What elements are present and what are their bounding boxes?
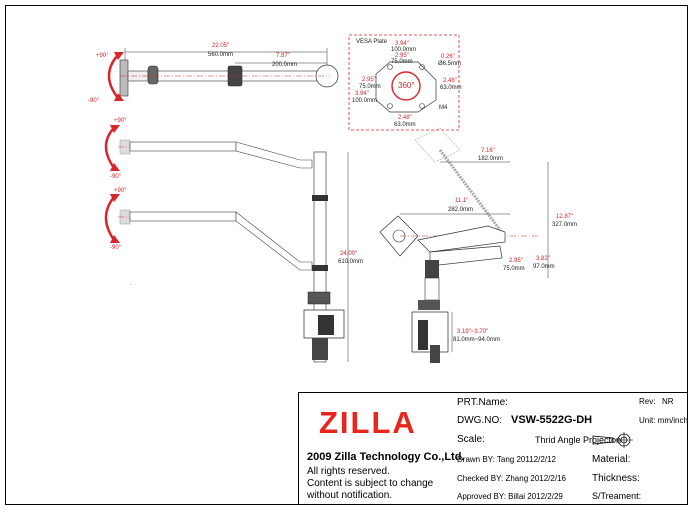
d1-mm: 75.0mm <box>503 266 525 272</box>
top-view: +90° -90° 22.05" 560.0mm 7.87" 200.0mm <box>88 43 339 104</box>
rot-neg-upper: -90° <box>110 174 122 180</box>
clamp-mm: 81.0mm~94.0mm <box>453 337 500 343</box>
side-view-front: +90° -90° +90° -90° 24.00" 610.0mm . <box>104 118 363 363</box>
vesa-h75-in: 2.95" <box>362 77 376 83</box>
rot-neg-label: -90° <box>88 98 100 104</box>
vesa-title: VESA Plate <box>356 39 388 45</box>
overall-width-mm: 560.0mm <box>208 52 233 58</box>
d2-mm: 97.0mm <box>533 264 555 270</box>
segment-width-mm: 200.0mm <box>272 62 297 68</box>
overall-width-in: 22.05" <box>212 43 229 49</box>
rotation-label: 360° <box>398 81 415 90</box>
part-name-label: PRT.Name: <box>457 397 508 408</box>
rights-text: All rights reserved. <box>307 466 390 477</box>
zilla-logo: ZILLA <box>319 405 417 440</box>
vesa-hole-in: 0.26" <box>441 54 455 60</box>
vesa-w75-mm: 75.0mm <box>391 59 413 65</box>
rot-neg-lower: -90° <box>110 245 122 251</box>
height-in: 24.00" <box>340 251 357 257</box>
vesa-w100-in: 3.94" <box>395 41 409 47</box>
tall-mm: 327.0mm <box>552 222 577 228</box>
vesa-bottom-mm: 63.0mm <box>394 122 416 128</box>
stray-mark: . <box>130 281 132 287</box>
vesa-h100-in: 3.94" <box>355 91 369 97</box>
d2-in: 3.82" <box>536 256 550 262</box>
rev-label: Rev: <box>639 397 656 406</box>
third-angle-projection-icon <box>592 432 633 448</box>
segment-width-in: 7.87" <box>276 53 290 59</box>
rotation-ring <box>391 71 421 101</box>
thickness-label: Thickness: <box>592 473 640 484</box>
tall-in: 12.87" <box>556 214 573 220</box>
checked-by: Checked BY: Zhang 2012/2/16 <box>457 474 566 483</box>
dwg-value: VSW-5522G-DH <box>511 414 593 426</box>
treatment-label: S/Treament: <box>592 491 642 501</box>
dwg-label: DWG.NO: <box>457 415 502 426</box>
material-label: Material: <box>592 454 631 465</box>
vesa-hole-mm: Ø6.5mm <box>438 61 461 67</box>
rev-value: NR <box>662 397 674 406</box>
vesa-rh-mm: 63.0mm <box>440 85 462 91</box>
reach-in: 11.1" <box>455 198 468 204</box>
rot-pos-label: +90° <box>96 53 109 59</box>
projection-label: Thrid Angle Projecton <box>535 435 622 445</box>
side-view-profile: 7.16" 182.0mm 11.1" 282.0mm 12.87" 327.0… <box>379 127 577 363</box>
unit-label: Unit: mm/inch <box>639 416 688 425</box>
vesa-bottom-in: 2.48" <box>398 115 412 121</box>
vesa-screw: M4 <box>439 105 448 111</box>
scale-label: Scale: <box>457 434 485 445</box>
reach-mm: 282.0mm <box>448 207 473 213</box>
title-block: ZILLA 2009 Zilla Technology Co.,Ltd. All… <box>298 392 688 505</box>
vesa-w75-in: 2.95" <box>395 53 409 59</box>
vesa-rh-in: 2.48" <box>443 78 457 84</box>
vesa-detail: VESA Plate 360° 3.94" 100.0mm 2.95" 75.0… <box>348 34 462 131</box>
vesa-w100-mm: 100.0mm <box>391 47 416 53</box>
d1-in: 2.95" <box>509 258 523 264</box>
vesa-plate-top <box>119 59 129 97</box>
up-in: 7.16" <box>481 148 495 154</box>
up-mm: 182.0mm <box>478 156 503 162</box>
company-name: 2009 Zilla Technology Co.,Ltd. <box>307 451 465 463</box>
clamp-in: 3.19"~3.70" <box>457 329 488 335</box>
rot-pos-lower: +90° <box>114 188 127 194</box>
rot-pos-upper: +90° <box>114 118 127 124</box>
vesa-h75-mm: 75.0mm <box>359 84 381 90</box>
pole <box>313 151 327 363</box>
height-mm: 610.0mm <box>338 259 363 265</box>
drawn-by: Drawn BY: Tang 20112/2/12 <box>457 455 556 464</box>
notice-line-1: Content is subject to change <box>307 478 434 489</box>
notice-line-2: without notification. <box>307 490 393 501</box>
vesa-h100-mm: 100.0mm <box>352 98 377 104</box>
rotation-arrow <box>107 54 119 99</box>
approved-by: Approved BY: Billai 2012/2/29 <box>457 492 563 501</box>
